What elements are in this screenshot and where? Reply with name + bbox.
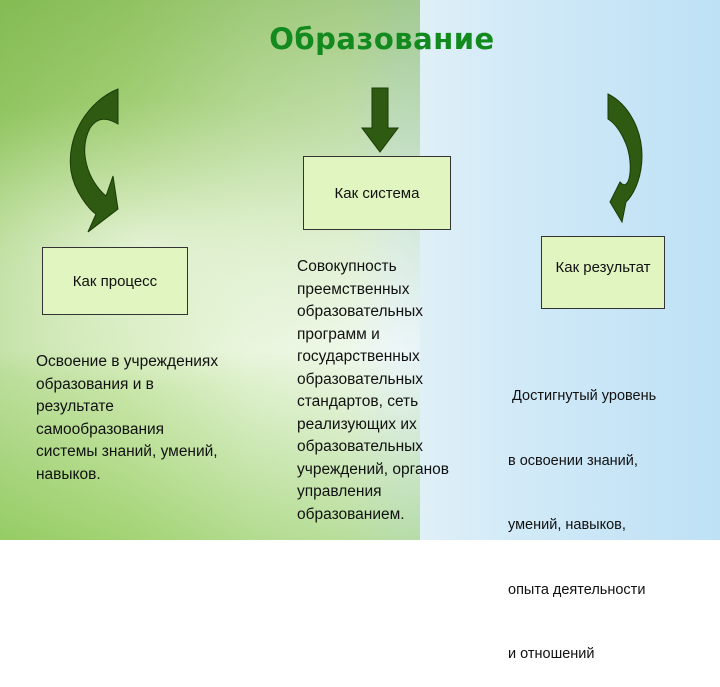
curved-arrow-down-left-icon	[69, 88, 119, 233]
system-description: Совокупность преемственных образовательн…	[297, 258, 450, 523]
process-description: Освоение в учреждениях образования и в р…	[36, 353, 219, 483]
system-heading: Как система	[334, 184, 420, 202]
result-box: Как результат	[541, 236, 665, 309]
process-heading: Как процесс	[72, 272, 158, 290]
system-box: Как система	[303, 156, 451, 230]
process-box: Как процесс	[42, 247, 188, 315]
curved-arrow-down-right-icon	[607, 93, 643, 224]
arrow-down-icon	[361, 87, 399, 153]
result-description: Достигнутый уровень в освоении знаний, у…	[508, 388, 657, 662]
result-heading: Как результат	[555, 259, 651, 276]
page-title: Образование	[269, 22, 495, 56]
